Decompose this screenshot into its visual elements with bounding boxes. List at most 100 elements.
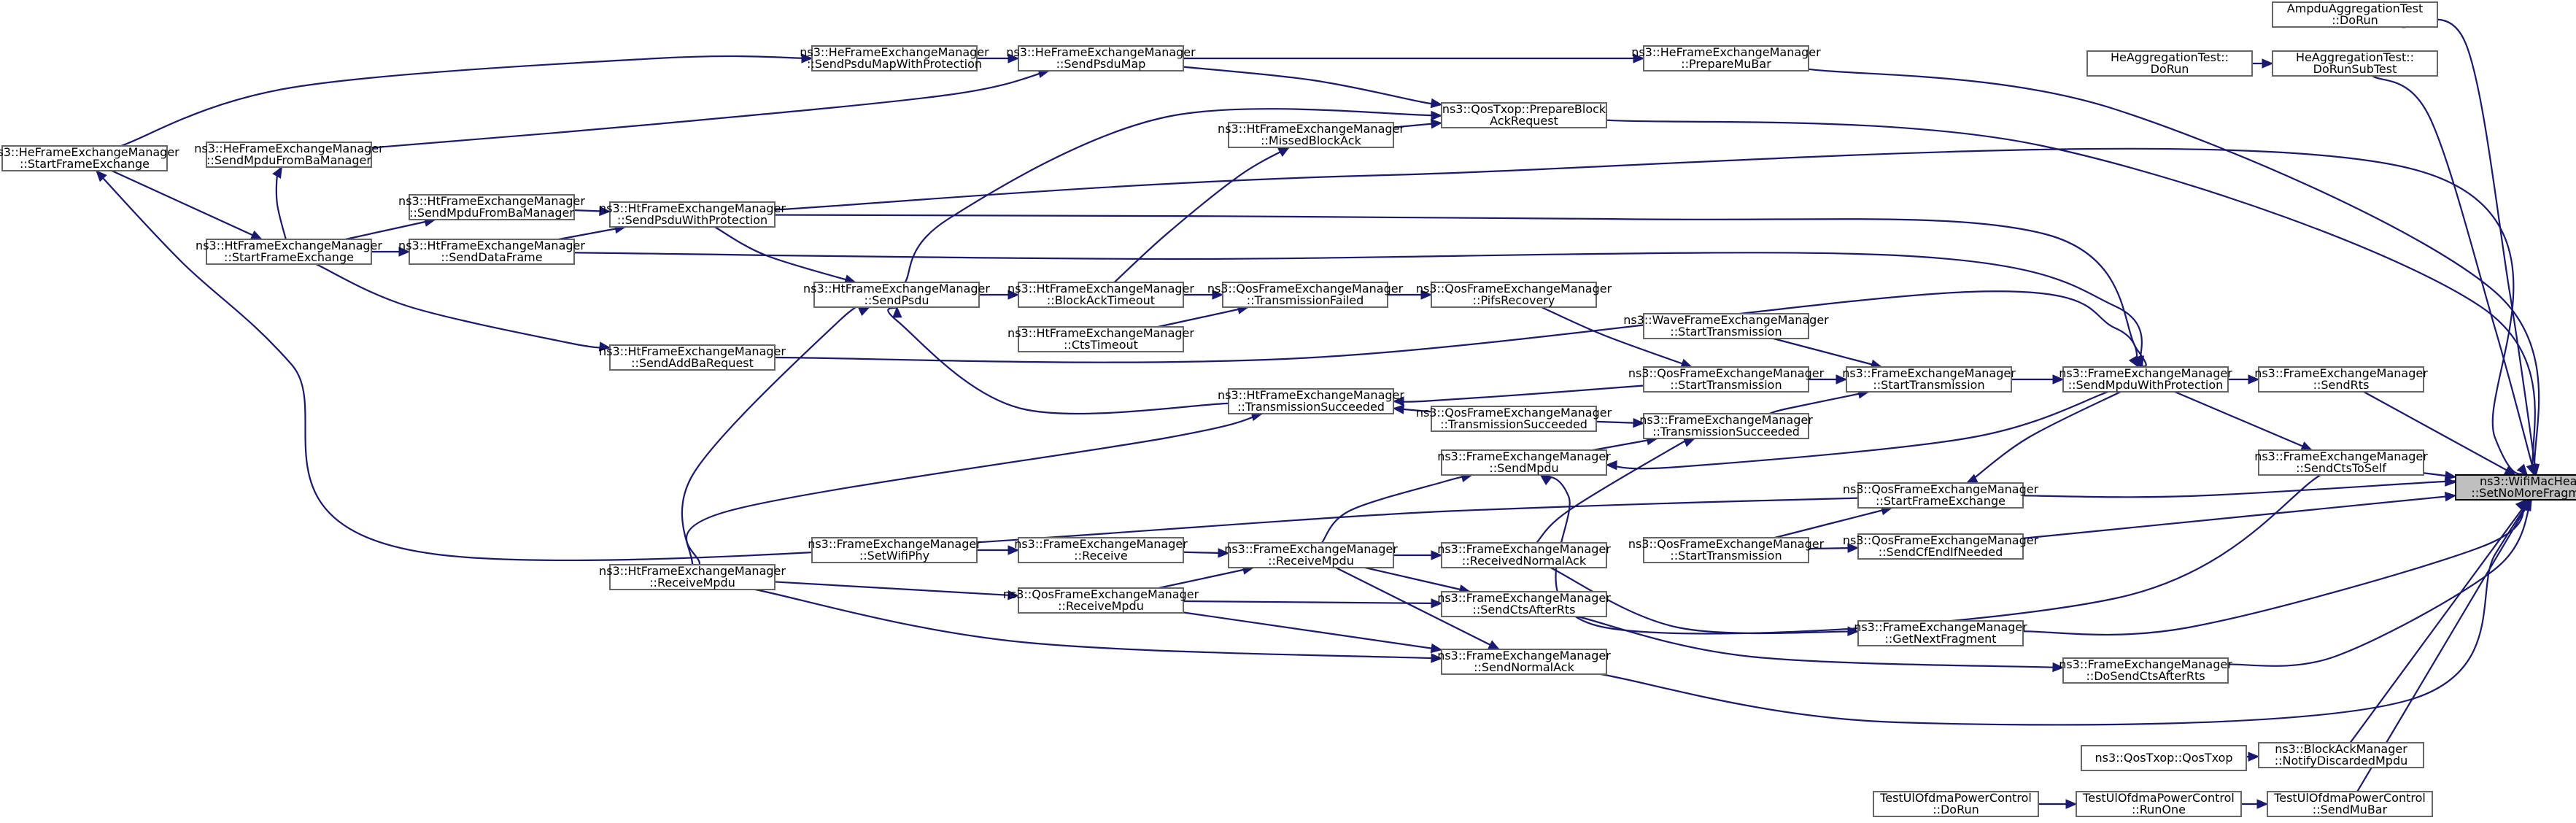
node-label-line1: ns3::FrameExchangeManager — [1224, 542, 1398, 556]
node-fe-send-normal-ack[interactable]: ns3::FrameExchangeManager::SendNormalAck — [1437, 649, 1611, 675]
node-label-line2: ::SendCtsToSelf — [2296, 461, 2386, 475]
call-edge — [1808, 68, 2540, 476]
node-ulofdma-do-run[interactable]: TestUlOfdmaPowerControl::DoRun — [1873, 791, 2039, 817]
node-qos-receive-mpdu[interactable]: ns3::QosFrameExchangeManager::ReceiveMpd… — [1003, 587, 1199, 614]
node-label-line1: ns3::QosFrameExchangeManager — [1843, 482, 2039, 496]
call-edge — [978, 290, 1020, 300]
arrowhead-icon — [2444, 491, 2457, 502]
node-qos-start-tx2[interactable]: ns3::QosFrameExchangeManager::StartTrans… — [1628, 537, 1825, 563]
call-edge — [2174, 390, 2313, 452]
arrowhead-icon — [2065, 799, 2078, 809]
node-box — [811, 537, 978, 563]
node-box — [1873, 791, 2039, 817]
node-wave-start-tx[interactable]: ns3::WaveFrameExchangeManager::StartTran… — [1623, 313, 1829, 339]
node-label-line2: DoRunSubTest — [2313, 62, 2397, 76]
edges-layer — [96, 18, 2540, 809]
call-edge — [2372, 75, 2537, 476]
node-box — [1846, 366, 2012, 393]
node-qos-send-cf-end[interactable]: ns3::QosFrameExchangeManager::SendCfEndI… — [1843, 533, 2039, 560]
node-ht-send-psdu[interactable]: ns3::HtFrameExchangeManager::SendPsdu — [803, 282, 990, 308]
arrowhead-icon — [1431, 110, 1443, 121]
node-he-send-psdu-map[interactable]: ns3::HeFrameExchangeManager::SendPsduMap — [1006, 45, 1196, 72]
node-ht-missed-block-ack[interactable]: ns3::HtFrameExchangeManager::MissedBlock… — [1218, 122, 1404, 148]
node-label-line2: AckRequest — [1490, 114, 1558, 128]
node-fe-send-cts-to-self[interactable]: ns3::FrameExchangeManager::SendCtsToSelf — [2254, 449, 2428, 476]
node-label-line1: ns3::FrameExchangeManager — [2059, 366, 2232, 380]
node-qos-tx-succeeded[interactable]: ns3::QosFrameExchangeManager::Transmissi… — [1416, 406, 1612, 432]
node-qos-start-f-e[interactable]: ns3::QosFrameExchangeManager::StartFrame… — [1843, 482, 2039, 509]
call-edge — [1605, 390, 2109, 471]
node-he-send-psdu-map-prot[interactable]: ns3::HeFrameExchangeManager::SendPsduMap… — [800, 45, 989, 72]
node-ba-notify-discarded[interactable]: ns3::BlockAckManager::NotifyDiscardedMpd… — [2258, 742, 2424, 768]
node-ht-receive-mpdu[interactable]: ns3::HtFrameExchangeManager::ReceiveMpdu — [599, 564, 786, 590]
arrowhead-icon — [398, 247, 411, 257]
node-qos-tx-failed[interactable]: ns3::QosFrameExchangeManager::Transmissi… — [1207, 282, 1404, 308]
node-fe-send-cts-after-rts[interactable]: ns3::FrameExchangeManager::SendCtsAfterR… — [1437, 591, 1611, 617]
node-he-send-mpdu-from-ba[interactable]: ns3::HeFrameExchangeManager::SendMpduFro… — [194, 142, 384, 168]
node-box — [2272, 1, 2438, 28]
node-he-agg-sub[interactable]: HeAggregationTest::DoRunSubTest — [2272, 50, 2438, 77]
node-box — [1857, 620, 2024, 646]
node-label-line1: ns3::HtFrameExchangeManager — [599, 201, 786, 215]
node-box — [2258, 742, 2424, 768]
node-ht-send-add-ba[interactable]: ns3::HtFrameExchangeManager::SendAddBaRe… — [599, 344, 786, 371]
node-qos-start-tx[interactable]: ns3::QosFrameExchangeManager::StartTrans… — [1628, 366, 1825, 393]
node-ulofdma-run-one[interactable]: TestUlOfdmaPowerControl::RunOne — [2076, 791, 2242, 817]
node-fe-do-send-cts-after-rts[interactable]: ns3::FrameExchangeManager::DoSendCtsAfte… — [2059, 657, 2232, 684]
call-edge — [2038, 799, 2078, 809]
node-label-line2: ::DoRun — [1933, 803, 1979, 816]
node-fe-get-next-fragment[interactable]: ns3::FrameExchangeManager::GetNextFragme… — [1854, 620, 2027, 646]
node-ht-tx-succeeded[interactable]: ns3::HtFrameExchangeManager::Transmissio… — [1218, 388, 1404, 414]
node-ulofdma-send-mu-bar[interactable]: TestUlOfdmaPowerControl::SendMuBar — [2267, 791, 2433, 817]
node-label-line1: ns3::QosFrameExchangeManager — [1416, 406, 1612, 420]
node-fe-set-wifi-phy[interactable]: ns3::FrameExchangeManager::SetWifiPhy — [808, 537, 981, 563]
node-ht-block-ack-timeout[interactable]: ns3::HtFrameExchangeManager::BlockAckTim… — [1007, 282, 1194, 308]
node-qos-pifs-recovery[interactable]: ns3::QosFrameExchangeManager::PifsRecove… — [1416, 282, 1612, 308]
node-box — [2062, 366, 2229, 393]
node-label-line1: ns3::HtFrameExchangeManager — [1007, 282, 1194, 295]
node-label-line1: ns3::FrameExchangeManager — [2254, 366, 2428, 380]
node-fe-tx-succeeded[interactable]: ns3::FrameExchangeManager::TransmissionS… — [1639, 413, 1813, 439]
arrowhead-icon — [1007, 590, 1020, 600]
call-edge — [1183, 290, 1224, 300]
node-label-line1: ns3::FrameExchangeManager — [1014, 537, 1188, 551]
node-label-line2: ::PifsRecovery — [1473, 293, 1555, 307]
node-fe-receive-mpdu[interactable]: ns3::FrameExchangeManager::ReceiveMpdu — [1224, 542, 1398, 568]
node-label-line1: ns3::HtFrameExchangeManager — [398, 239, 585, 252]
node-label-line1: ns3::HeFrameExchangeManager — [0, 145, 179, 159]
call-edge — [96, 170, 1859, 562]
node-ht-send-psdu-prot[interactable]: ns3::HtFrameExchangeManager::SendPsduWit… — [599, 201, 786, 228]
node-fe-received-normal-ack[interactable]: ns3::FrameExchangeManager::ReceivedNorma… — [1437, 542, 1611, 568]
node-label-line1: ns3::WaveFrameExchangeManager — [1623, 313, 1829, 327]
node-he-agg-do-run[interactable]: HeAggregationTest::DoRun — [2086, 50, 2253, 77]
call-edge — [977, 545, 1020, 555]
node-fe-send-mpdu-prot[interactable]: ns3::FrameExchangeManager::SendMpduWithP… — [2059, 366, 2232, 393]
node-ht-cts-timeout[interactable]: ns3::HtFrameExchangeManager::CtsTimeout — [1007, 326, 1194, 352]
call-edge — [2423, 471, 2457, 481]
call-edge — [1157, 304, 1250, 328]
node-he-prepare-mu-bar[interactable]: ns3::HeFrameExchangeManager::PrepareMuBa… — [1631, 45, 1821, 72]
node-label-line2: ::TransmissionSucceeded — [1237, 400, 1385, 414]
node-fe-receive[interactable]: ns3::FrameExchangeManager::Receive — [1014, 537, 1188, 563]
node-ht-send-mpdu-from-ba[interactable]: ns3::HtFrameExchangeManager::SendMpduFro… — [398, 194, 585, 220]
node-box — [1857, 533, 2024, 560]
node-fe-start-tx[interactable]: ns3::FrameExchangeManager::StartTransmis… — [1842, 366, 2016, 393]
node-he-start-f-e[interactable]: ns3::HeFrameExchangeManager::StartFrameE… — [0, 145, 179, 171]
call-edge — [887, 306, 1229, 415]
node-qos-txop-ctor[interactable]: ns3::QosTxop::QosTxop — [2081, 745, 2247, 771]
call-edge — [2402, 18, 2540, 476]
arrowhead-icon — [96, 170, 107, 182]
node-root[interactable]: ns3::WifiMacHeader::SetNoMoreFragments — [2455, 474, 2576, 501]
node-ht-start-f-e[interactable]: ns3::HtFrameExchangeManager::StartFrameE… — [196, 239, 382, 265]
node-ht-send-data-frame[interactable]: ns3::HtFrameExchangeManager::SendDataFra… — [398, 239, 585, 265]
arrowhead-icon — [2445, 476, 2457, 487]
node-ampdu-do-run[interactable]: AmpduAggregationTest::DoRun — [2272, 1, 2438, 28]
node-box — [1643, 313, 1809, 339]
node-box — [2258, 449, 2424, 476]
node-fe-send-rts[interactable]: ns3::FrameExchangeManager::SendRts — [2254, 366, 2428, 393]
node-fe-send-mpdu[interactable]: ns3::FrameExchangeManager::SendMpdu — [1437, 449, 1611, 476]
node-label-line1: ns3::HtFrameExchangeManager — [599, 564, 786, 578]
arrowhead-icon — [2516, 463, 2529, 476]
